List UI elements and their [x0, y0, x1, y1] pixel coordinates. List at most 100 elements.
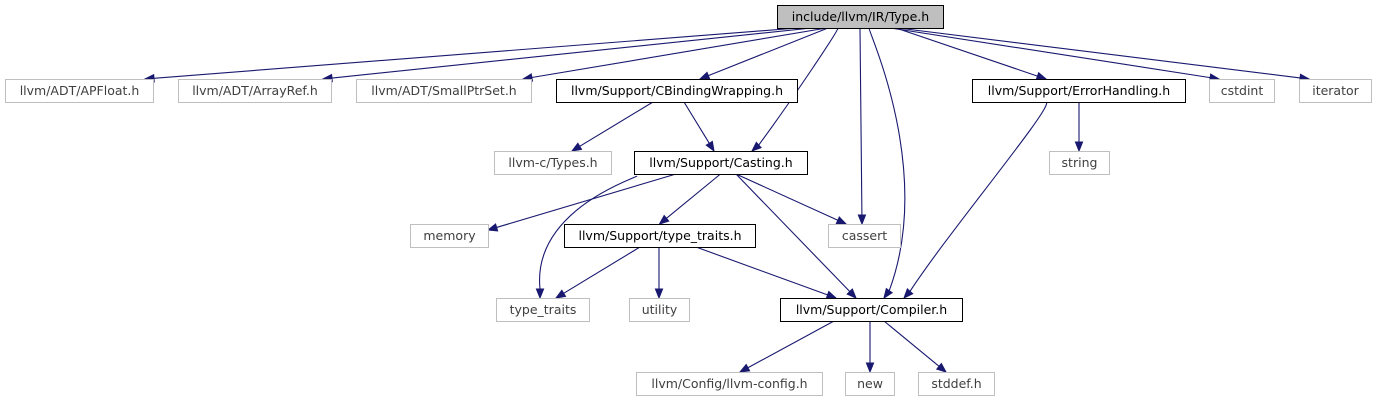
node-box [564, 224, 756, 248]
node-box [629, 298, 690, 322]
arrowhead [486, 223, 499, 232]
node-box [356, 79, 532, 103]
arrowhead [698, 71, 711, 80]
node-llvmc-types: llvm-c/Types.h [494, 151, 612, 175]
node-label: llvm/Config/llvm-config.h [651, 376, 807, 391]
arrowhead [738, 363, 751, 373]
edge-type_h-to-compiler [868, 27, 906, 300]
arrowhead [857, 214, 867, 226]
arrowhead [1074, 141, 1084, 153]
node-box [845, 372, 895, 396]
node-label: llvm/Support/Casting.h [649, 155, 792, 170]
edge-type_h-to-errorhandling [895, 27, 1048, 81]
arrowhead [750, 141, 762, 152]
edge-casting-to-type_traits_h [658, 173, 721, 225]
node-box [178, 79, 332, 103]
arrowhead [935, 362, 948, 373]
edge-casting-to-cassert [735, 173, 848, 225]
node-box [5, 79, 154, 103]
edge-type_h-to-apfloat [143, 27, 798, 83]
edge-type_traits_h-to-utility [654, 247, 664, 300]
arrowhead [570, 142, 583, 152]
node-memory: memory [410, 224, 489, 248]
node-box [918, 372, 995, 396]
edge-errorhandling-to-compiler [903, 101, 1048, 300]
edge-cbinding-to-llvmc_types [570, 101, 654, 152]
arrowhead [654, 288, 664, 300]
node-box [972, 79, 1186, 103]
node-label: llvm/Support/Compiler.h [796, 302, 947, 317]
node-label: llvm/Support/type_traits.h [578, 228, 741, 243]
arrowhead [554, 289, 567, 299]
node-box [494, 151, 612, 175]
edge-cbinding-to-casting [683, 101, 715, 153]
node-label: llvm/ADT/APFloat.h [20, 83, 140, 98]
edge-casting-to-compiler [735, 173, 857, 299]
node-label: cassert [842, 228, 887, 243]
arrowhead [825, 290, 838, 299]
arrowhead [535, 288, 545, 300]
node-apfloat: llvm/ADT/APFloat.h [5, 79, 154, 103]
edge-type_h-to-iterator [897, 27, 1311, 83]
node-type-traits: type_traits [496, 298, 590, 322]
edge-type_h-to-cstdint [890, 27, 1221, 82]
node-label: llvm/Support/CBindingWrapping.h [571, 83, 783, 98]
edge-type_traits_h-to-type_traits [554, 246, 641, 299]
node-cstdint: cstdint [1209, 79, 1275, 103]
node-label: iterator [1312, 83, 1359, 98]
arrowhead [865, 362, 875, 374]
node-label: llvm-c/Types.h [508, 155, 597, 170]
node-label: type_traits [510, 302, 577, 317]
node-box [1049, 151, 1110, 175]
edge-compiler-to-new [865, 321, 875, 374]
node-new: new [845, 372, 895, 396]
edge-compiler-to-llvm_config [738, 320, 835, 373]
node-label: memory [423, 228, 476, 243]
node-casting[interactable]: llvm/Support/Casting.h [634, 151, 808, 175]
arrowhead [835, 216, 848, 225]
edge-casting-to-type_traits [535, 175, 638, 300]
node-box [828, 224, 901, 248]
node-type-h[interactable]: include/llvm/IR/Type.h [777, 5, 944, 29]
node-smallptrset: llvm/ADT/SmallPtrSet.h [356, 79, 532, 103]
node-box [634, 151, 808, 175]
node-box [1299, 79, 1372, 103]
node-box [780, 298, 963, 322]
node-stddef: stddef.h [918, 372, 995, 396]
edge-casting-to-memory [486, 173, 677, 232]
node-cbinding[interactable]: llvm/Support/CBindingWrapping.h [556, 79, 798, 103]
arrowhead [846, 288, 857, 299]
node-box [636, 372, 823, 396]
node-label: include/llvm/IR/Type.h [792, 9, 929, 24]
node-box [496, 298, 590, 322]
arrowhead [1035, 71, 1048, 81]
node-llvm-config: llvm/Config/llvm-config.h [636, 372, 823, 396]
node-compiler[interactable]: llvm/Support/Compiler.h [780, 298, 963, 322]
node-label: llvm/ADT/SmallPtrSet.h [371, 83, 516, 98]
edge-type_h-to-smallptrset [521, 27, 827, 82]
node-label: new [857, 376, 883, 391]
arrowhead [658, 214, 670, 225]
node-errorhandling[interactable]: llvm/Support/ErrorHandling.h [972, 79, 1186, 103]
edge-compiler-to-stddef [883, 320, 948, 373]
node-box [1209, 79, 1275, 103]
node-iterator: iterator [1299, 79, 1372, 103]
node-label: llvm/ADT/ArrayRef.h [192, 83, 318, 98]
edge-type_h-to-arrayref [321, 27, 812, 83]
node-label: utility [642, 302, 678, 317]
node-box [777, 5, 944, 29]
file-nodes: include/llvm/IR/Type.h llvm/ADT/APFloat.h… [5, 5, 1372, 396]
edge-type_h-to-cassert [857, 27, 867, 226]
node-label: string [1062, 155, 1098, 170]
node-type-traits-h[interactable]: llvm/Support/type_traits.h [564, 224, 756, 248]
node-label: llvm/Support/ErrorHandling.h [988, 83, 1170, 98]
node-string: string [1049, 151, 1110, 175]
arrowhead [705, 140, 715, 153]
node-label: cstdint [1221, 83, 1264, 98]
edge-type_h-to-casting [750, 27, 839, 152]
node-box [410, 224, 489, 248]
edge-type_traits_h-to-compiler [695, 246, 838, 299]
node-cassert: cassert [828, 224, 901, 248]
node-label: stddef.h [931, 376, 981, 391]
